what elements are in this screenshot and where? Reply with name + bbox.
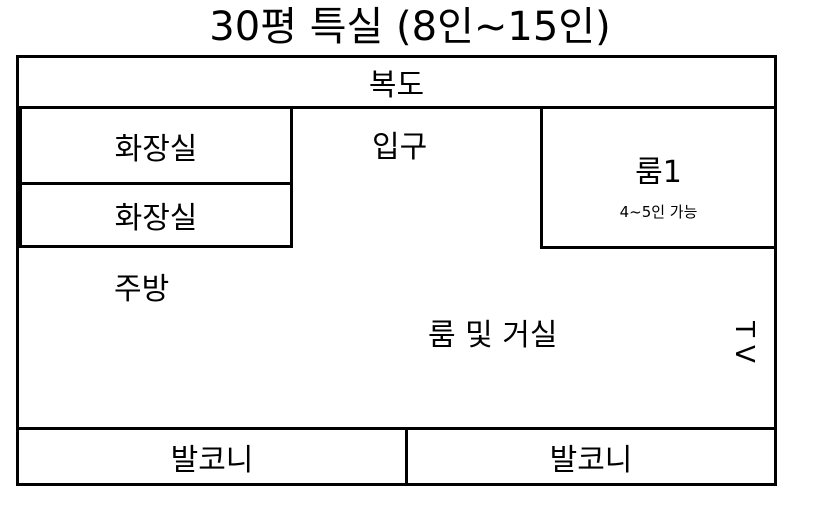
bathroom-1: 화장실 [19,106,293,185]
entrance-label: 입구 [372,130,428,165]
balcony-left-label: 발코니 [170,442,254,478]
room-1-label: 룸1 [635,155,682,190]
corridor: 복도 [16,55,777,109]
living-room-label: 룸 및 거실 [428,318,558,353]
room-1: 룸1 4~5인 가능 [540,106,777,249]
tv-text: TV [729,321,760,371]
bathroom-1-label: 화장실 [114,131,198,167]
floorplan-title: 30평 특실 (8인~15인) [209,4,611,50]
corridor-label: 복도 [368,68,425,103]
kitchen-label: 주방 [114,272,170,307]
tv-label: TV [726,318,762,374]
room-1-capacity: 4~5인 가능 [619,203,698,221]
balcony-right-label: 발코니 [549,442,633,478]
bathroom-2: 화장실 [19,182,293,248]
balcony-left: 발코니 [16,427,408,486]
balcony-right: 발코니 [405,427,777,486]
bathroom-2-label: 화장실 [114,201,198,236]
